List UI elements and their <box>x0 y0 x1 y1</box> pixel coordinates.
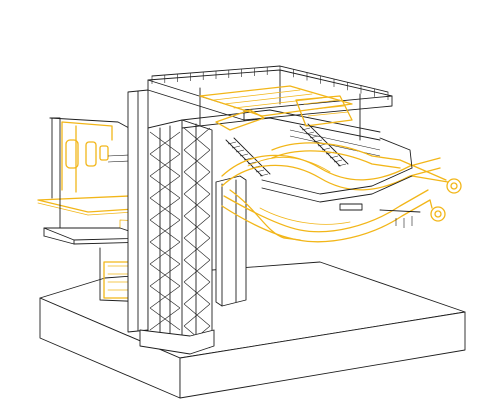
stair-stringers <box>299 123 349 167</box>
left-post-outer <box>49 117 61 197</box>
duct-top-b <box>271 150 401 169</box>
stairs <box>225 123 349 177</box>
roof-yellow-hopper-2 <box>295 95 353 127</box>
cant-hangers <box>395 216 413 228</box>
duct-upper-a <box>221 154 441 181</box>
roof-highlight <box>199 85 353 131</box>
column-body <box>215 175 247 307</box>
duct-inner-2 <box>259 207 351 225</box>
duct-lower-a <box>223 189 429 233</box>
cant-tie <box>379 209 421 213</box>
roof-yellow-hopper <box>215 109 265 131</box>
base-right-face <box>179 311 466 399</box>
roof-yellow-hopper-slats <box>303 99 349 117</box>
duct-end-ring-1-inner <box>450 182 458 190</box>
left-frame <box>61 121 113 193</box>
deck-edge-2 <box>43 235 75 245</box>
support-column <box>215 175 247 307</box>
left-cylinder-3 <box>99 145 109 161</box>
left-cylinder-1 <box>65 139 79 169</box>
cantilever-ducts <box>221 142 462 243</box>
tower-foot <box>139 329 215 355</box>
duct-end-ring-1 <box>446 178 462 194</box>
duct-ends <box>399 159 449 209</box>
duct-inner <box>247 157 331 173</box>
roof-yellow-slats <box>213 89 323 109</box>
cant-beam-1 <box>261 167 413 195</box>
duct-upper-b <box>221 164 441 191</box>
cant-right-post <box>379 137 413 169</box>
cant-box <box>339 203 363 211</box>
left-wing-structure <box>43 117 151 303</box>
duct-end-ring-2-inner <box>434 210 442 218</box>
left-top-beam <box>49 117 141 135</box>
main-tower <box>127 89 215 355</box>
stair-2-steps <box>227 141 269 177</box>
cant-beam-2 <box>261 175 413 203</box>
right-cantilever <box>261 137 421 228</box>
duct-end-ring-2 <box>430 206 446 222</box>
lower-yellow-box-lines <box>107 265 147 291</box>
roof-yellow-deck <box>199 85 353 117</box>
mid-rail <box>289 129 381 151</box>
mid-beam-2 <box>181 117 381 141</box>
mid-beam <box>181 109 381 133</box>
left-cylinder-2 <box>85 141 97 167</box>
stair-2-stringers <box>225 137 271 177</box>
duct-drop <box>229 189 301 241</box>
stair-steps <box>301 127 347 167</box>
duct-top-a <box>271 142 401 161</box>
left-platform-edge <box>37 202 89 216</box>
tower-lattice-left <box>149 131 181 331</box>
tower-lattice-right <box>183 127 211 349</box>
